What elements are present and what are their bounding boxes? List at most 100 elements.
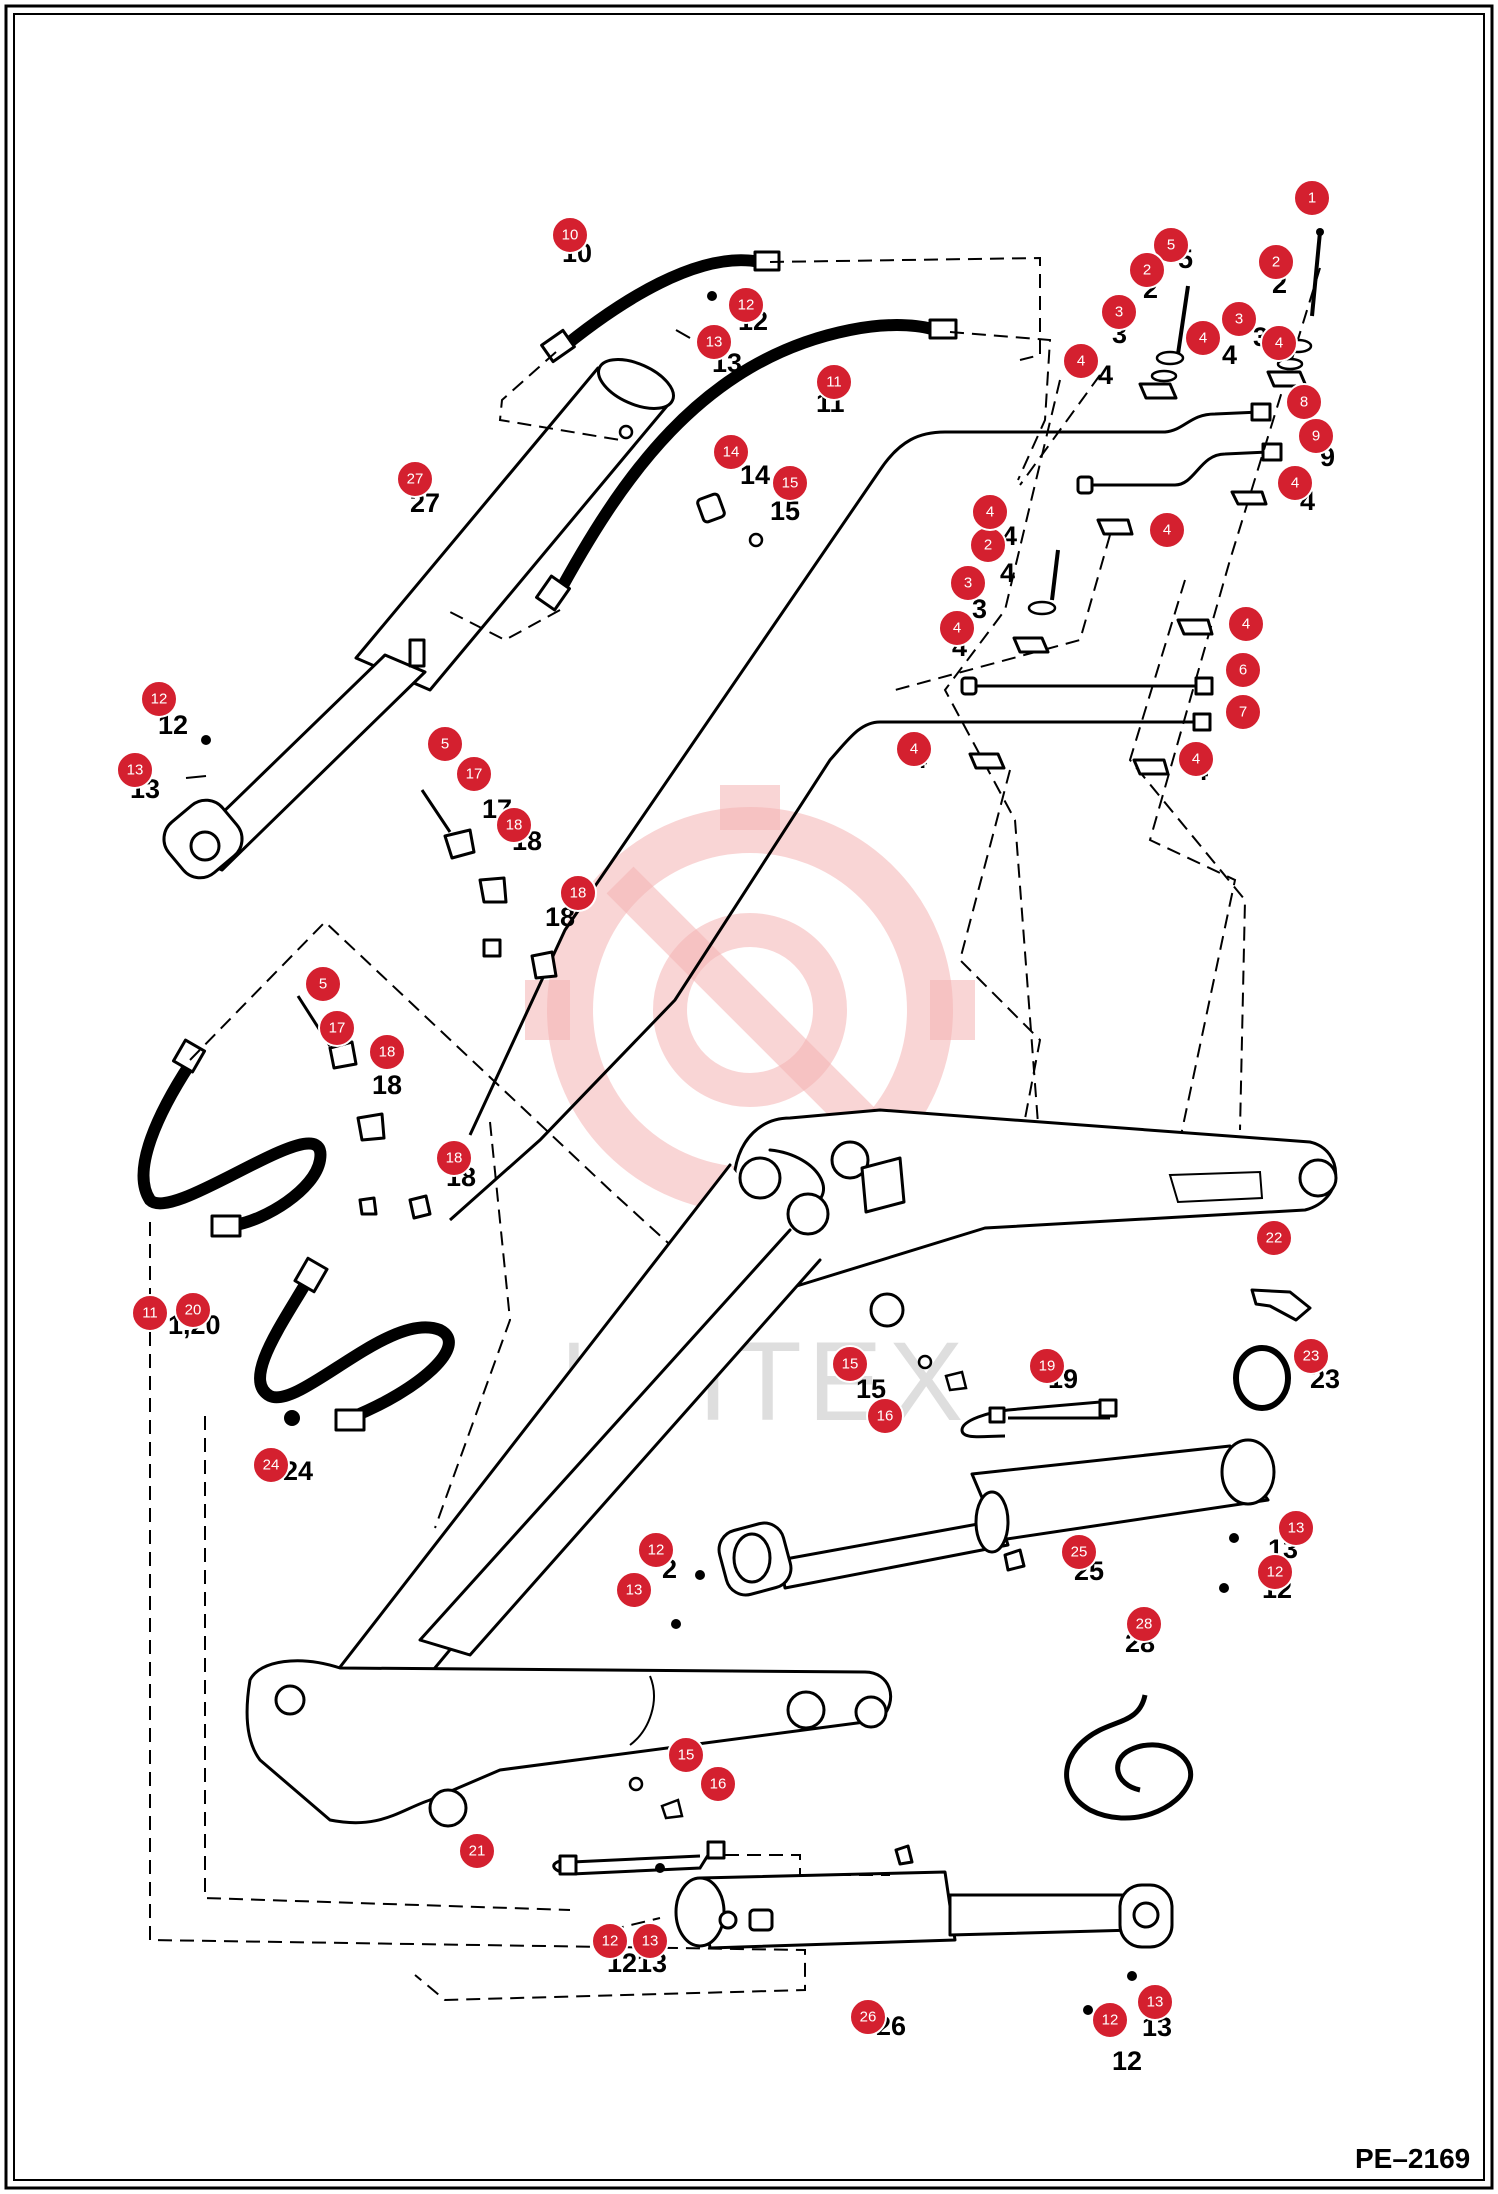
callout-marker[interactable]: 5 xyxy=(426,725,464,763)
callout-marker[interactable]: 21 xyxy=(458,1832,496,1870)
callout-number: 25 xyxy=(1071,1544,1088,1561)
callout-number: 4 xyxy=(1242,616,1250,633)
callout-number: 18 xyxy=(379,1044,396,1061)
callout-marker[interactable]: 12 xyxy=(637,1531,675,1569)
callout-marker[interactable]: 8 xyxy=(1285,383,1323,421)
callout-marker[interactable]: 4 xyxy=(1260,324,1298,362)
callout-number: 13 xyxy=(1288,1520,1305,1537)
callout-marker[interactable]: 19 xyxy=(1028,1347,1066,1385)
callout-marker[interactable]: 10 xyxy=(551,216,589,254)
callout-number: 14 xyxy=(723,444,740,461)
callout-marker[interactable]: 18 xyxy=(495,806,533,844)
callout-number: 17 xyxy=(466,766,483,783)
callout-marker[interactable]: 23 xyxy=(1292,1337,1330,1375)
callout-marker[interactable]: 13 xyxy=(1277,1509,1315,1547)
outer-frame xyxy=(4,4,1494,2190)
callout-marker[interactable]: 12 xyxy=(140,680,178,718)
callout-marker[interactable]: 27 xyxy=(396,460,434,498)
callout-marker[interactable]: 6 xyxy=(1224,651,1262,689)
callout-marker[interactable]: 4 xyxy=(938,609,976,647)
callout-marker[interactable]: 16 xyxy=(699,1765,737,1803)
callout-number: 2 xyxy=(984,537,992,554)
callout-marker[interactable]: 4 xyxy=(1148,511,1186,549)
callout-number: 3 xyxy=(1235,311,1243,328)
callout-marker[interactable]: 13 xyxy=(116,751,154,789)
callout-marker[interactable]: 15 xyxy=(831,1345,869,1383)
callout-marker[interactable]: 12 xyxy=(1091,2001,1129,2039)
callout-marker[interactable]: 4 xyxy=(1276,464,1314,502)
callout-marker[interactable]: 11 xyxy=(815,363,853,401)
callout-marker[interactable]: 16 xyxy=(866,1397,904,1435)
callout-marker[interactable]: 4 xyxy=(1227,605,1265,643)
callout-number: 20 xyxy=(185,1302,202,1319)
leader-line xyxy=(449,331,1052,642)
callout-number: 5 xyxy=(319,976,327,993)
callout-marker[interactable]: 14 xyxy=(712,433,750,471)
callout-number: 13 xyxy=(706,334,723,351)
leader-line xyxy=(498,256,1041,441)
callout-marker[interactable]: 9 xyxy=(1297,417,1335,455)
callout-number: 8 xyxy=(1300,394,1308,411)
callout-marker[interactable]: 17 xyxy=(318,1009,356,1047)
callout-marker[interactable]: 22 xyxy=(1255,1219,1293,1257)
callout-marker[interactable]: 1 xyxy=(1293,179,1331,217)
callout-number: 12 xyxy=(1267,1564,1284,1581)
callout-marker[interactable]: 15 xyxy=(771,464,809,502)
callout-number: 12 xyxy=(602,1933,619,1950)
callout-number: 11 xyxy=(826,374,842,391)
plug-24 xyxy=(284,1410,300,1426)
callout-number: 18 xyxy=(506,817,523,834)
callout-marker[interactable]: 15 xyxy=(667,1736,705,1774)
callout-marker[interactable]: 2 xyxy=(969,526,1007,564)
main-boom xyxy=(245,1108,1338,1828)
callout-marker[interactable]: 4 xyxy=(971,493,1009,531)
callout-marker[interactable]: 3 xyxy=(1100,293,1138,331)
callout-marker[interactable]: 12 xyxy=(727,286,765,324)
callout-number: 13 xyxy=(626,1582,643,1599)
callout-marker[interactable]: 2 xyxy=(1128,251,1166,289)
part-number-text: 3 xyxy=(972,594,987,624)
callout-number: 4 xyxy=(986,504,994,521)
callout-marker[interactable]: 3 xyxy=(1220,300,1258,338)
callout-marker[interactable]: 4 xyxy=(1184,319,1222,357)
cylinder-25 xyxy=(717,1438,1276,1597)
callout-number: 4 xyxy=(1275,335,1283,352)
callout-number: 5 xyxy=(1167,237,1175,254)
callout-marker[interactable]: 4 xyxy=(1062,342,1100,380)
callout-number: 2 xyxy=(1143,262,1151,279)
callout-marker[interactable]: 4 xyxy=(895,730,933,768)
callout-marker[interactable]: 12 xyxy=(591,1922,629,1960)
callout-number: 17 xyxy=(329,1020,346,1037)
callout-number: 3 xyxy=(964,575,972,592)
part-number-text: 4 xyxy=(1222,340,1237,370)
callout-marker[interactable]: 11 xyxy=(131,1294,169,1332)
callout-number: 10 xyxy=(562,227,579,244)
callout-marker[interactable]: 13 xyxy=(695,323,733,361)
part-number-text: 12 xyxy=(1112,2046,1142,2076)
callout-marker[interactable]: 4 xyxy=(1177,740,1215,778)
callout-marker[interactable]: 5 xyxy=(304,965,342,1003)
callout-marker[interactable]: 24 xyxy=(252,1446,290,1484)
callout-marker[interactable]: 17 xyxy=(455,755,493,793)
hose-20-upper xyxy=(137,1038,327,1238)
callout-marker[interactable]: 20 xyxy=(174,1291,212,1329)
callout-marker[interactable]: 28 xyxy=(1125,1605,1163,1643)
callout-marker[interactable]: 2 xyxy=(1257,243,1295,281)
callout-marker[interactable]: 3 xyxy=(949,564,987,602)
callout-marker[interactable]: 13 xyxy=(1136,1983,1174,2021)
callout-number: 13 xyxy=(127,762,144,779)
hose-10 xyxy=(540,250,781,364)
callout-marker[interactable]: 12 xyxy=(1256,1553,1294,1591)
tube-19 xyxy=(960,1398,1118,1439)
callout-number: 11 xyxy=(142,1305,158,1322)
callout-marker[interactable]: 5 xyxy=(1152,226,1190,264)
callout-marker[interactable]: 18 xyxy=(559,874,597,912)
callout-marker[interactable]: 13 xyxy=(615,1571,653,1609)
callout-marker[interactable]: 18 xyxy=(368,1033,406,1071)
callout-marker[interactable]: 13 xyxy=(631,1922,669,1960)
callout-marker[interactable]: 26 xyxy=(849,1998,887,2036)
callout-marker[interactable]: 7 xyxy=(1224,693,1262,731)
callout-marker[interactable]: 18 xyxy=(435,1139,473,1177)
callout-marker[interactable]: 25 xyxy=(1060,1533,1098,1571)
callout-number: 9 xyxy=(1312,428,1320,445)
